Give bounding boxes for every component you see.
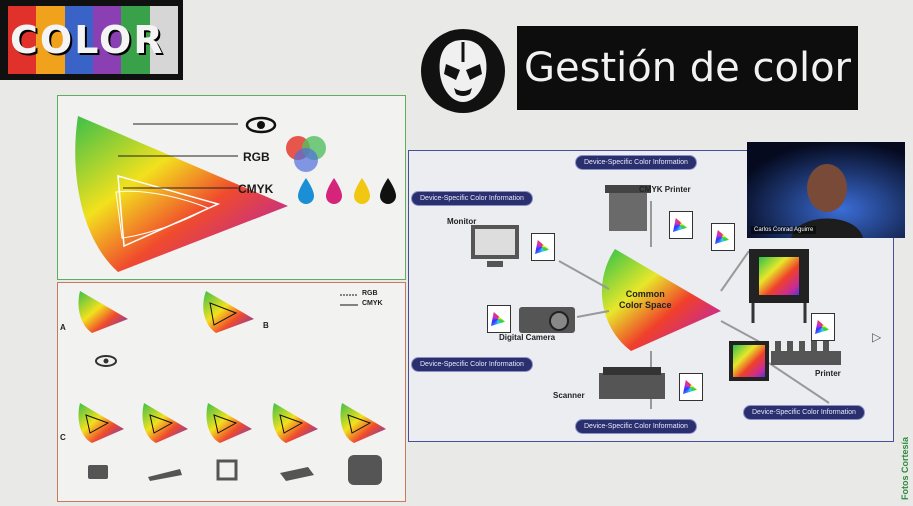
cmyk-printer-device: [605, 185, 651, 231]
scanner-device: [599, 367, 665, 399]
legend-rgb: RGB: [362, 290, 378, 297]
cmyk-printer-label: CMYK Printer: [639, 185, 691, 194]
gamut-row-c: [78, 403, 386, 443]
large-format-printer-device: [749, 249, 809, 323]
cmyk-gamut-outline: [115, 190, 210, 239]
info-pill-top: Device-Specific Color Information: [575, 155, 697, 170]
ink-drop-icon: [298, 178, 396, 204]
gamut-b: [203, 291, 254, 333]
digital-camera-device: [519, 307, 575, 333]
profile-icon: [811, 313, 835, 341]
profile-icon: [487, 305, 511, 333]
profile-icon: [669, 211, 693, 239]
participant-name: Carlos Conrad Aguirre: [751, 226, 817, 234]
press-icon: [348, 455, 382, 485]
common-color-space: [601, 249, 721, 351]
monitor-label: Monitor: [447, 217, 477, 226]
row-label-c: C: [60, 433, 66, 442]
row-label-a: A: [60, 323, 66, 332]
presenter-face: [807, 164, 847, 212]
cursor-icon: ▷: [872, 330, 882, 344]
gamut-a: [78, 291, 128, 333]
digital-camera-label: Digital Camera: [499, 333, 556, 342]
printer-icon: [280, 467, 314, 481]
eye-icon: [245, 116, 277, 134]
profile-icon: [711, 223, 735, 251]
printer-label: Printer: [815, 369, 841, 378]
gamut-comparison-panel: RGB CMYK: [57, 95, 406, 280]
info-pill-left-top: Device-Specific Color Information: [411, 191, 533, 206]
rgb-label: RGB: [243, 150, 270, 164]
info-pill-right-bottom: Device-Specific Color Information: [743, 405, 865, 420]
legend-cmyk: CMYK: [362, 300, 383, 307]
slide-title: Gestión de color: [517, 26, 858, 110]
monitor-icon: [216, 459, 238, 481]
monitor-device: [471, 225, 519, 267]
common-space-label: Common Color Space: [619, 289, 672, 310]
logo-text: COLOR: [10, 18, 165, 62]
logo-stripes: [8, 6, 178, 74]
watermark: Fotos Cortesía: [900, 436, 910, 500]
color-management-workflow: Common Color Space CMYK Printer Monitor …: [408, 150, 894, 442]
workflow-diagram: [471, 185, 841, 409]
device-gamuts-panel: A B C RGB CMYK: [57, 282, 406, 502]
device-gamut-grid: [78, 291, 386, 485]
color-logo: COLOR: [0, 0, 183, 80]
info-pill-bottom: Device-Specific Color Information: [575, 419, 697, 434]
camera-icon: [88, 465, 108, 479]
cmyk-label: CMYK: [238, 182, 274, 196]
scanner-icon: [148, 469, 182, 481]
device-icons-row: [88, 455, 382, 485]
wrestling-mask-icon: [421, 29, 505, 113]
rgb-circles-icon: [286, 136, 326, 172]
row-label-b: B: [263, 321, 269, 330]
webcam-scene: [747, 142, 905, 238]
profile-icon: [531, 233, 555, 261]
eye-icon: [95, 355, 117, 367]
printer-device: [729, 341, 841, 381]
gamut-diagram: [75, 116, 396, 272]
webcam-video-tile[interactable]: Carlos Conrad Aguirre: [747, 142, 905, 238]
info-pill-left-bottom: Device-Specific Color Information: [411, 357, 533, 372]
profile-icon: [679, 373, 703, 401]
scanner-label: Scanner: [553, 391, 585, 400]
